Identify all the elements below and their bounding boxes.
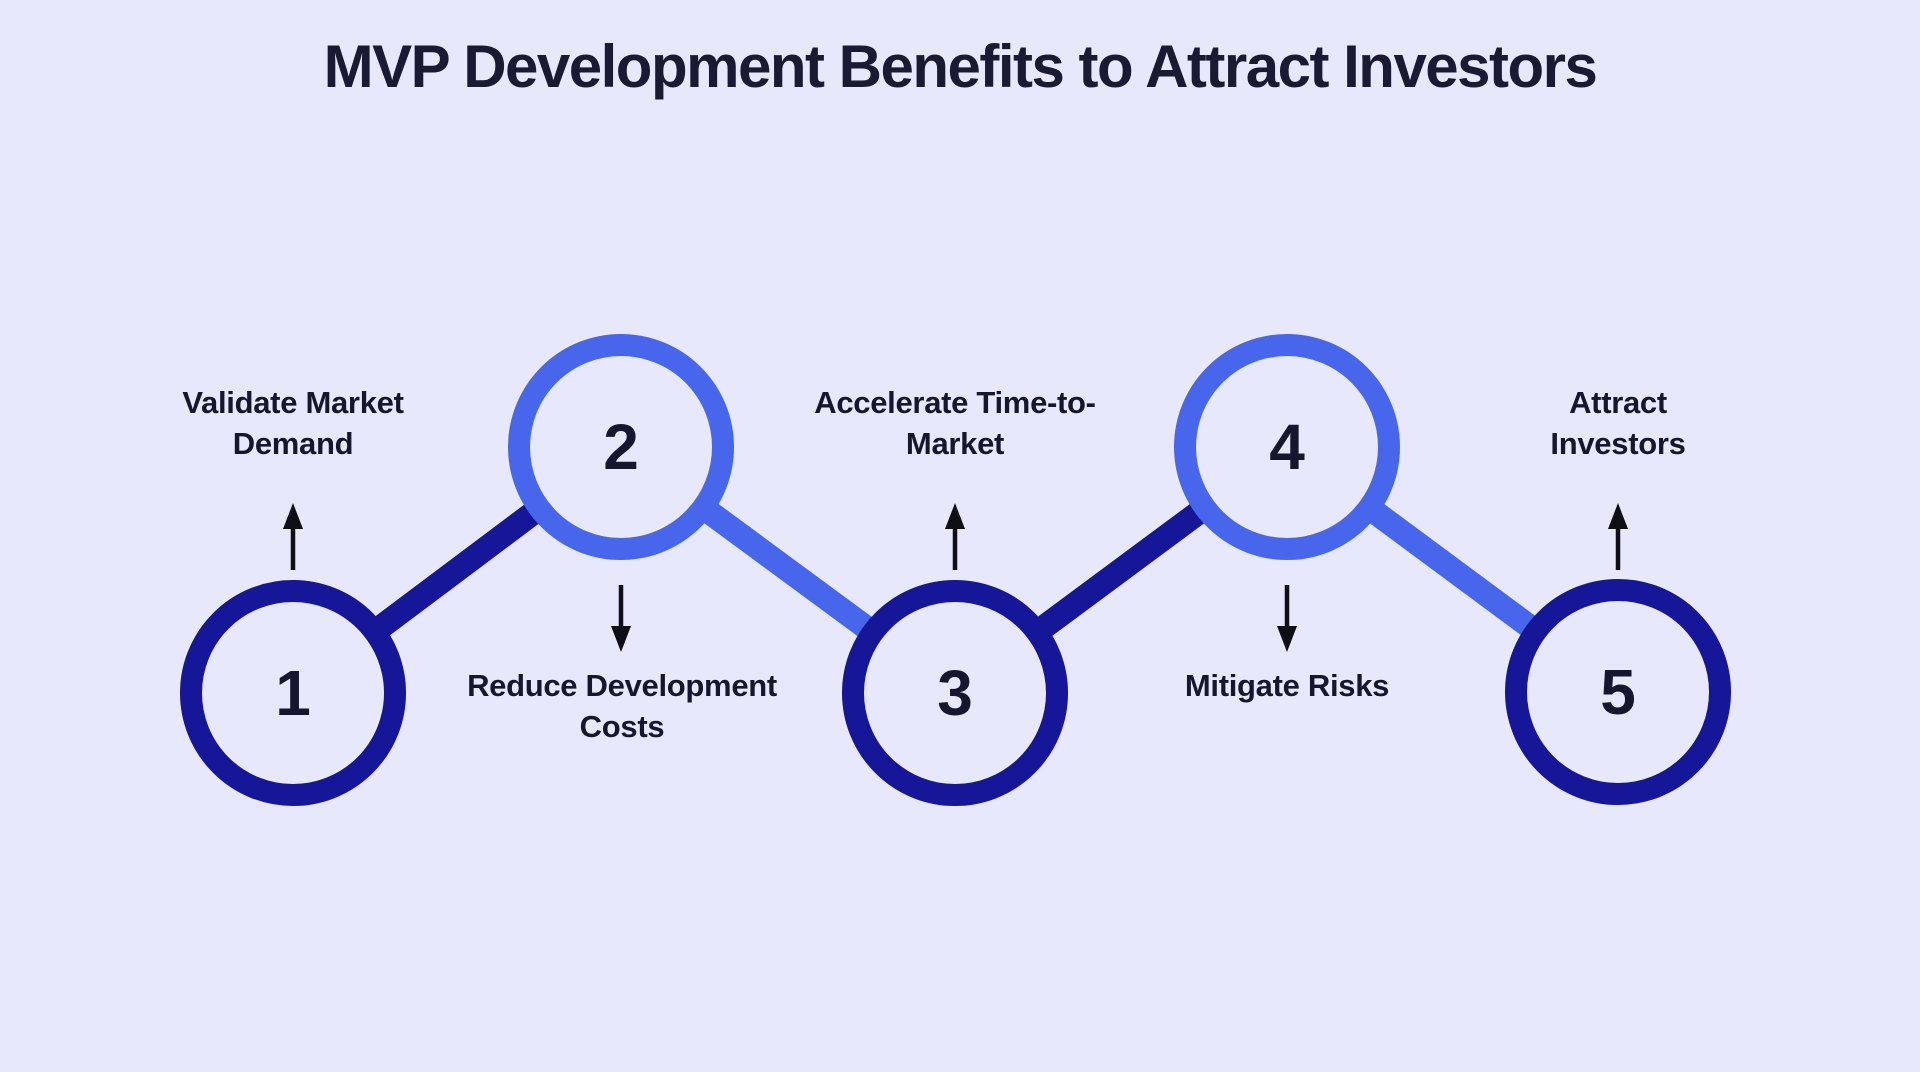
bottom-strip — [0, 1072, 1920, 1080]
step-circle-3: 3 — [842, 580, 1068, 806]
step-label-line: Demand — [232, 425, 354, 461]
arrow-down-icon — [1277, 585, 1297, 652]
step-circle-2: 2 — [508, 334, 734, 560]
step-label-2: Reduce Development Costs — [432, 666, 812, 748]
step-number-2: 2 — [603, 411, 639, 483]
step-label-1: Validate Market Demand — [113, 383, 473, 465]
arrow-up-icon — [945, 503, 965, 570]
step-label-line: Attract — [1569, 385, 1667, 420]
step-label-line: Costs — [579, 708, 665, 744]
step-circle-4: 4 — [1174, 334, 1400, 560]
arrow-up-icon — [283, 503, 303, 570]
step-label-line: Market — [905, 425, 1005, 461]
step-circle-5: 5 — [1505, 579, 1731, 805]
arrow-up-icon — [1608, 503, 1628, 570]
step-number-3: 3 — [937, 657, 973, 729]
step-label-4: Mitigate Risks — [1097, 666, 1477, 707]
step-label-line: Investors — [1550, 425, 1686, 461]
step-label-line: Reduce Development — [467, 668, 777, 703]
step-label-3: Accelerate Time-to- Market — [755, 383, 1155, 465]
arrow-down-icon — [611, 585, 631, 652]
step-number-5: 5 — [1600, 656, 1636, 728]
step-label-line: Accelerate Time-to- — [814, 385, 1096, 420]
step-number-4: 4 — [1269, 411, 1305, 483]
page-title: MVP Development Benefits to Attract Inve… — [323, 33, 1598, 100]
step-number-1: 1 — [275, 657, 311, 729]
step-label-line: Validate Market — [182, 385, 404, 420]
step-label-line: Mitigate Risks — [1184, 668, 1390, 703]
step-circle-1: 1 — [180, 580, 406, 806]
step-label-5: Attract Investors — [1438, 383, 1798, 465]
